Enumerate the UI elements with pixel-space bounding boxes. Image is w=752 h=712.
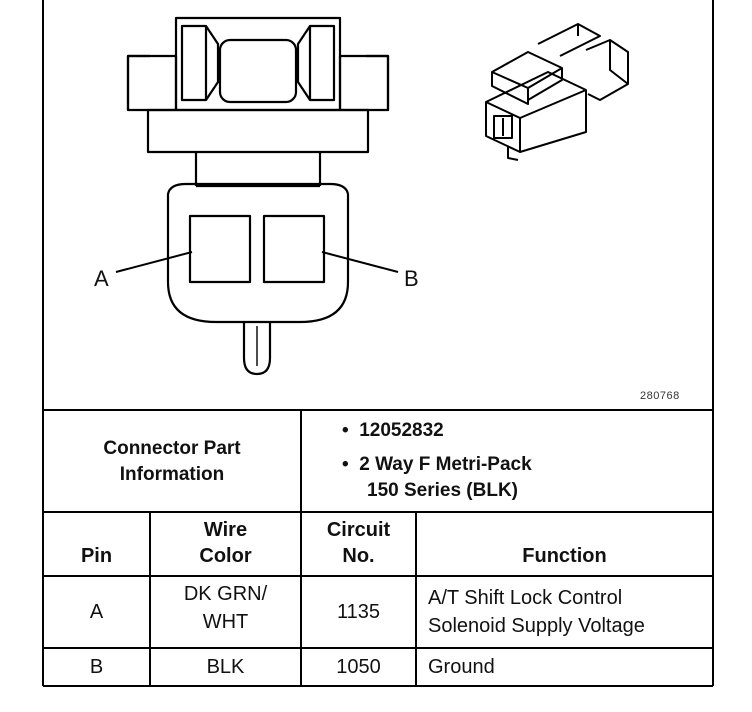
connector-type: 2 Way F Metri-Pack [359, 454, 532, 475]
row-b-pin: B [89, 656, 104, 678]
part-number: 12052832 [359, 420, 444, 441]
table-grid [43, 409, 713, 686]
reference-code: 280768 [640, 390, 680, 402]
header-circuit: Circuit No. [301, 517, 416, 569]
row-a-wire-color-line2: WHT [202, 611, 249, 633]
page-frame [42, 0, 714, 687]
header-function: Function [522, 545, 607, 567]
connector-info-label: Connector Part Information [43, 436, 301, 488]
connector-info-list: • 12052832 • 2 Way F Metri-Pack 150 Seri… [342, 418, 532, 504]
connector-info-item: • 12052832 [342, 418, 532, 444]
row-a-function-line1: A/T Shift Lock Control [428, 587, 623, 609]
bullet-icon: • [342, 454, 360, 475]
header-pin: Pin [80, 545, 113, 567]
row-a-wire-color-line1: DK GRN/ [183, 583, 268, 605]
connector-iso-drawing [485, 23, 629, 161]
row-a-function: A/T Shift Lock Control Solenoid Supply V… [428, 584, 645, 640]
row-a-function-line2: Solenoid Supply Voltage [428, 615, 645, 637]
row-b-function: Ground [428, 656, 495, 678]
row-a-wire-color: DK GRN/ WHT [150, 580, 301, 636]
connector-series: 150 Series (BLK) [367, 480, 519, 501]
pin-a-label: A [94, 266, 109, 291]
header-circuit-line1: Circuit [326, 519, 391, 541]
header-circuit-line2: No. [342, 545, 375, 567]
header-wire-color-line1: Wire [203, 519, 248, 541]
row-b-circuit: 1050 [336, 656, 381, 678]
bullet-icon: • [342, 420, 360, 441]
row-a-circuit: 1135 [336, 601, 380, 623]
header-wire-color-line2: Color [199, 545, 252, 567]
pin-b-label: B [404, 266, 419, 291]
connector-info-label-line2: Information [119, 464, 225, 485]
pin-leaders [115, 251, 399, 273]
row-a-pin: A [89, 601, 104, 623]
connector-face-drawing [126, 16, 390, 376]
row-b-wire-color: BLK [206, 656, 245, 678]
connector-info-label-line1: Connector Part [103, 438, 241, 459]
header-wire-color: Wire Color [150, 517, 301, 569]
connector-info-item: • 2 Way F Metri-Pack [342, 452, 532, 478]
